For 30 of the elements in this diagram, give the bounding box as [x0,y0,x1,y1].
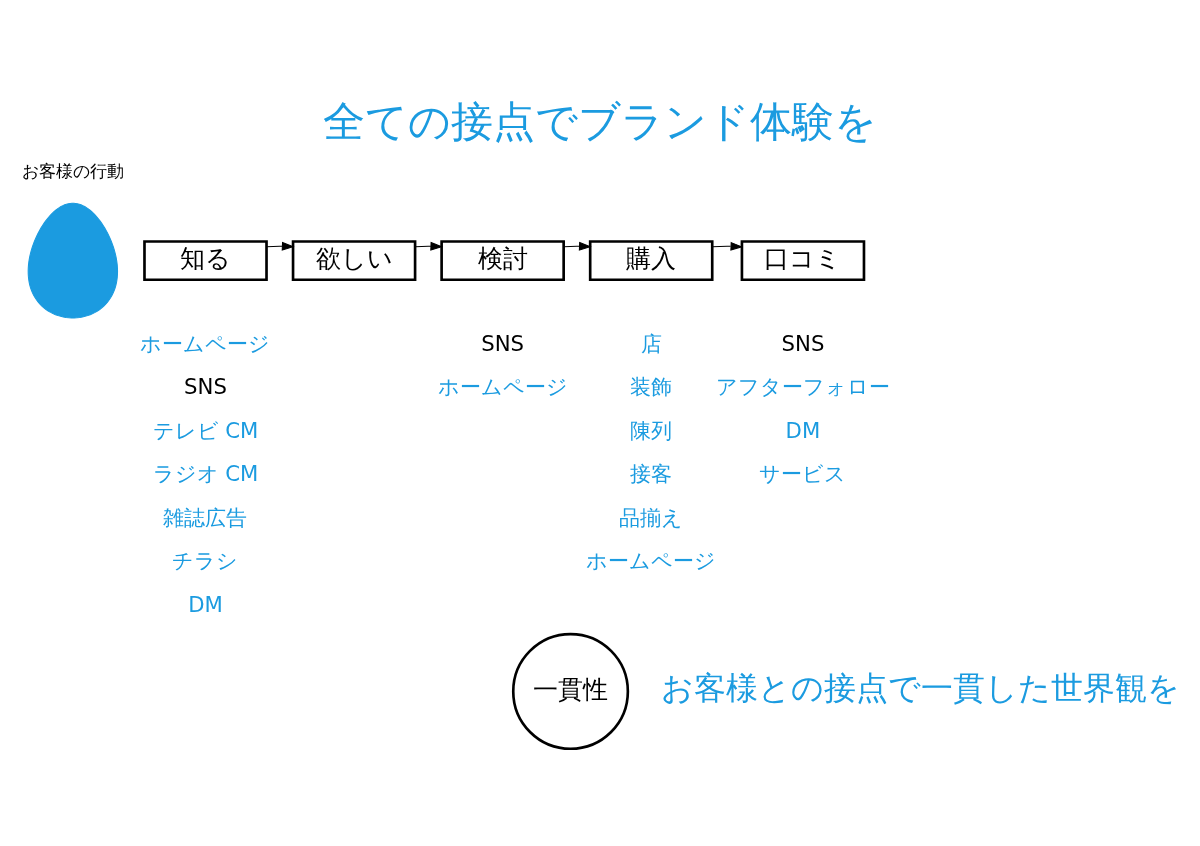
label: 品揃え [619,504,684,530]
label: ホームページ [437,373,568,399]
label: テレビ CM [152,417,259,443]
label: 陳列 [630,417,673,443]
node-person [27,202,119,318]
label: DM [785,417,821,443]
diagram-title: 全ての接点でブランド体験を [323,96,877,146]
label: ホームページ [140,330,271,356]
label: SNS [781,330,825,356]
node-circle: 一貫性 [511,632,630,750]
label: サービス [759,460,847,486]
label: チラシ [172,547,239,573]
node-box: 購入 [588,239,714,281]
label: アフターフォロー [715,373,890,399]
label: SNS [184,373,227,399]
node-label: お客様の行動 [21,160,124,181]
node-box: 知る [143,239,268,281]
label: SNS [481,330,525,356]
node-box: 検討 [440,239,565,281]
label: DM [188,591,223,617]
label: ラジオ CM [152,460,259,486]
label: ホームページ [586,547,717,573]
label: 店 [640,330,662,356]
node-box: 口コミ [740,239,866,281]
node-label: お客様との接点で一貫した世界観を [661,668,1181,707]
label: 雑誌広告 [163,504,248,530]
node-box: 欲しい [291,239,417,281]
label: 接客 [630,460,673,486]
label: 装飾 [630,373,673,399]
arrow [711,241,744,251]
